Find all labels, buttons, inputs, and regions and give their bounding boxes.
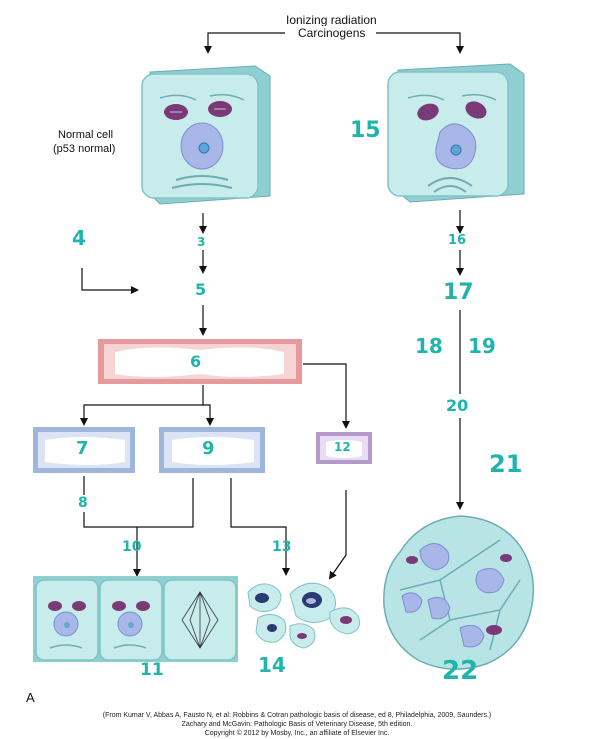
- annotation-7: 7: [76, 438, 89, 459]
- box-12: [316, 432, 372, 464]
- normal-cell: [141, 65, 271, 205]
- box-6: [98, 339, 302, 384]
- box-7: [33, 427, 135, 473]
- credit-line-3: Copyright © 2012 by Mosby, Inc., an affi…: [204, 730, 390, 737]
- mitochondrion: [465, 101, 487, 119]
- mitotic-spindle: [181, 591, 219, 649]
- annotation-6: 6: [190, 352, 202, 371]
- line-9-to-13: [230, 478, 290, 576]
- arrow-6-to-9: [203, 404, 214, 426]
- line-8-to-10: [83, 478, 194, 528]
- annotation-10: 10: [122, 539, 142, 555]
- annotation-17: 17: [443, 280, 474, 305]
- label-p53-normal: (p53 normal): [53, 143, 116, 155]
- annotation-9: 9: [202, 438, 215, 459]
- annotation-8: 8: [78, 495, 88, 511]
- annotation-19: 19: [468, 334, 496, 358]
- annotation-18: 18: [415, 334, 443, 358]
- label-normal-cell: Normal cell: [58, 129, 114, 141]
- connector-lines: [80, 32, 464, 580]
- panel-label: A: [26, 690, 35, 705]
- damaged-cell: [387, 63, 525, 203]
- credit-line-2: Zachary and McGavin: Pathologic Basis of…: [181, 721, 413, 728]
- dividing-cells: [33, 576, 238, 662]
- annotation-14: 14: [258, 653, 286, 677]
- arrow-4-to-5: [81, 268, 139, 294]
- annotation-11: 11: [140, 660, 164, 680]
- annotation-21: 21: [489, 450, 523, 478]
- arrow-to-damaged-cell: [376, 32, 464, 54]
- annotation-15: 15: [350, 118, 381, 143]
- annotation-5: 5: [195, 280, 207, 299]
- annotation-13: 13: [272, 539, 292, 555]
- nucleolus: [450, 144, 462, 156]
- apoptotic-bodies: [247, 582, 361, 649]
- annotation-16: 16: [448, 233, 467, 248]
- annotation-22: 22: [442, 656, 479, 686]
- annotation-20: 20: [446, 396, 469, 415]
- annotation-3: 3: [197, 235, 206, 249]
- arrow-12-to-14: [328, 490, 347, 580]
- label-ionizing-radiation: Ionizing radiation: [286, 13, 377, 27]
- label-carcinogens: Carcinogens: [295, 26, 369, 40]
- nucleolus: [198, 142, 210, 154]
- arrow-6-to-12: [303, 363, 350, 429]
- figure-credit: (From Kumar V, Abbas A, Fausto N, et al:…: [0, 711, 594, 738]
- credit-line-1: (From Kumar V, Abbas A, Fausto N, et al:…: [102, 712, 492, 719]
- annotation-4: 4: [72, 226, 86, 250]
- box-9: [159, 427, 265, 473]
- annotation-12: 12: [334, 440, 351, 454]
- arrow-6-to-7: [80, 385, 204, 426]
- mitochondrion: [417, 103, 439, 121]
- arrow-to-normal-cell: [204, 32, 285, 54]
- tumor-mass: [383, 515, 535, 670]
